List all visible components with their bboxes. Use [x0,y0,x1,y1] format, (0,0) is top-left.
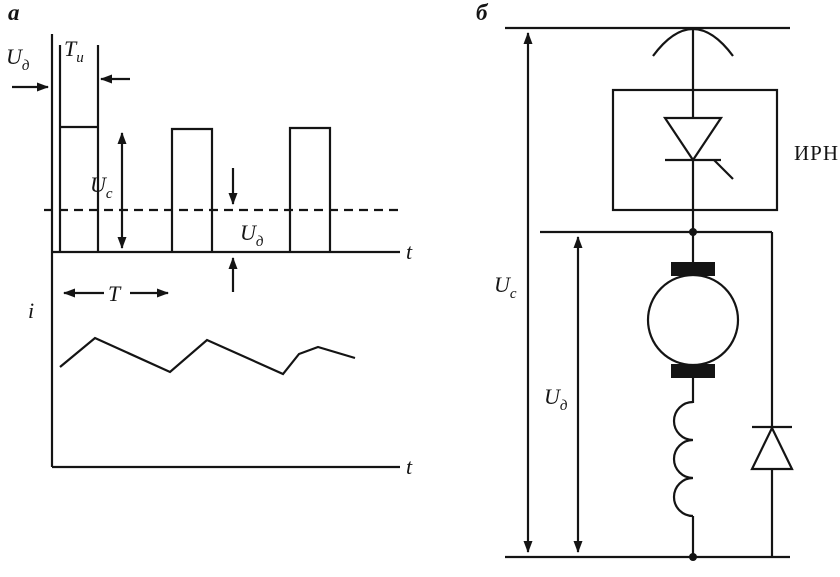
thyristor-gate [713,159,734,180]
panel-a-label: а [8,0,20,25]
motor-armature-icon [646,273,740,367]
period-label: T [108,281,122,306]
panel-b-circuit: б Uс Uд ИРН [476,0,839,561]
motor-brush-top [671,262,715,276]
ud-label-b: Uд [544,384,568,414]
panel-b-label: б [476,0,489,25]
panel-a-waveforms: а Uд Tи Uс Uд T t t i [6,0,413,479]
time-axis-lower-label: t [406,454,413,479]
freewheel-diode-icon [750,425,794,471]
inductor-icon [672,400,694,518]
current-axis-label: i [28,298,34,323]
current-ripple-waveform [59,336,356,376]
thyristor-icon [662,116,724,162]
uc-label-b: Uс [494,272,517,302]
pulse-2 [170,127,214,252]
regulator-box [611,88,779,212]
time-axis-upper-label: t [406,239,413,264]
ud-pointer-label: Uд [6,44,30,74]
pulse-3 [288,126,332,252]
regulator-label: ИРН [794,141,839,165]
junction-dot-bottom [689,553,697,561]
uc-label-a: Uс [90,172,113,202]
pulse-width-label: Tи [64,36,84,66]
motor-brush-bottom [671,364,715,378]
ud-avg-label: Uд [240,220,264,250]
